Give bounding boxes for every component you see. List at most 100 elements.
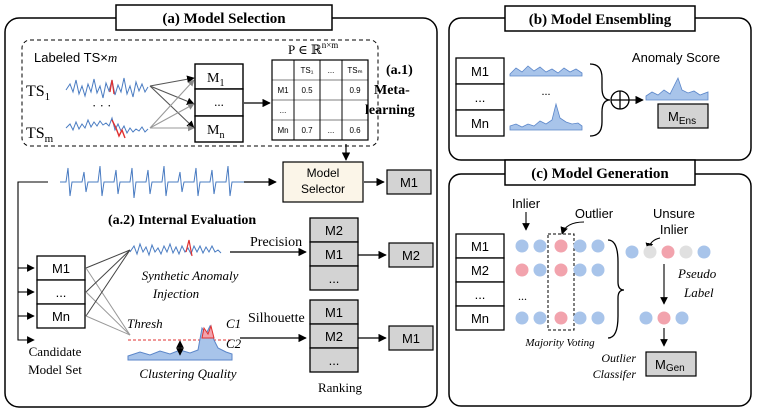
- generation-model-label-0: M1: [471, 239, 489, 254]
- vote-dot: [573, 239, 587, 253]
- generation-model-box-2: [455, 281, 505, 307]
- generation-model-label-2: ...: [475, 287, 486, 302]
- rank-silhouette-label-0: M1: [325, 305, 343, 320]
- classifier-label-2: Classifer: [593, 367, 637, 381]
- pseudo-top-dot: [679, 245, 693, 259]
- ensemble-model-label-0: M1: [471, 64, 489, 79]
- ts1-label: TS1: [26, 83, 50, 103]
- rank-silhouette-label-1: M2: [325, 329, 343, 344]
- panel-c-title: (c) Model Generation: [531, 166, 669, 182]
- gen-output-label: MGen: [655, 357, 685, 374]
- panel-a-title: (a) Model Selection: [162, 11, 286, 27]
- pseudo-bottom-dot: [675, 311, 689, 325]
- ens-score-mn: [509, 102, 583, 131]
- voting-grid: [515, 239, 605, 325]
- ranking-silhouette-stack: M1M2...: [309, 299, 359, 373]
- perf-matrix-cell: Mn: [277, 126, 288, 135]
- gen-output-box: [645, 351, 697, 377]
- vote-dot: [533, 311, 547, 325]
- test-ts-line: [60, 165, 244, 199]
- perf-matrix-cell: ...: [328, 66, 335, 75]
- candidate-fan-lines: [85, 249, 131, 336]
- ts1-line: [65, 77, 149, 99]
- perf-matrix-cell: TSₘ: [347, 66, 362, 75]
- ensemble-model-label-2: Mn: [471, 116, 489, 131]
- meta-model-dots: [194, 88, 244, 117]
- ensemble-model-label-1: ...: [475, 90, 486, 105]
- precision-output-box: [388, 242, 434, 268]
- model-selector-line1: Model: [307, 166, 340, 180]
- tsm-anomaly: [111, 119, 126, 139]
- ens-dots: ...: [542, 84, 551, 98]
- panel-b-title: (b) Model Ensembling: [529, 12, 672, 28]
- generation-brace: [607, 239, 625, 339]
- rank-precision-box-0: [309, 217, 359, 243]
- tsm-label: TSm: [26, 125, 54, 145]
- perf-matrix-cell: 0.5: [301, 86, 313, 95]
- perf-matrix-cell: TS₁: [301, 66, 314, 75]
- vote-dot: [591, 239, 605, 253]
- labeled-ts-label: Labeled TS×m: [34, 50, 117, 65]
- outlier-label: Outlier: [575, 206, 614, 221]
- silhouette-label: Silhouette: [248, 311, 305, 326]
- ranking-label: Ranking: [318, 380, 363, 395]
- perf-matrix-cell: 0.9: [349, 86, 361, 95]
- meta-model-mn-label: Mn: [207, 123, 224, 141]
- ts-dots: · · ·: [92, 98, 112, 113]
- ens-output-box: [657, 103, 709, 129]
- perf-matrix-cell: ...: [280, 106, 287, 115]
- ensemble-model-stack: M1... Mn: [455, 57, 505, 137]
- selector-output-box: [386, 169, 432, 195]
- vote-dot: [554, 263, 568, 277]
- a2-title: (a.2) Internal Evaluation: [108, 213, 256, 228]
- c1-label: C1: [226, 316, 241, 331]
- panel-a-title-box: [115, 4, 333, 31]
- a1-label-line1: (a.1): [386, 63, 413, 78]
- rank-precision-label-0: M2: [325, 223, 343, 238]
- generation-model-box-1: [455, 257, 505, 283]
- panel-c-title-box: [504, 159, 696, 186]
- outlier-arrow: [560, 221, 585, 235]
- pseudo-label-1: Pseudo: [677, 266, 717, 281]
- pseudo-bottom-dot: [657, 311, 671, 325]
- pseudo-top-dot: [661, 245, 675, 259]
- candidate-label-2: Model Set: [28, 362, 82, 377]
- vote-dot: [533, 239, 547, 253]
- panel-b-title-box: [504, 5, 696, 32]
- silhouette-output-box: [388, 325, 434, 351]
- synthetic-label-2: Injection: [152, 286, 199, 301]
- unsure-label-2: Inlier: [660, 222, 689, 237]
- generation-model-label-1: M2: [471, 263, 489, 278]
- vote-dot: [591, 311, 605, 325]
- generation-model-box-3: [455, 305, 505, 331]
- pseudo-label-2: Label: [683, 285, 714, 300]
- rank-silhouette-box-1: [309, 323, 359, 349]
- anomaly-score-plot: [645, 76, 709, 101]
- meta-model-dots-label: ...: [214, 94, 224, 109]
- ensemble-model-box-2: [455, 109, 505, 137]
- meta-model-m1-label: M1: [207, 71, 224, 89]
- selector-output-label: M1: [400, 175, 418, 190]
- perf-matrix-label: P ∈ ℝn×m: [288, 40, 338, 57]
- meta-learning-region: [21, 39, 379, 147]
- perf-matrix-cell: 0.7: [301, 126, 313, 135]
- candidate-box-2: [36, 303, 86, 329]
- rank-silhouette-label-2: ...: [329, 353, 340, 368]
- precision-output-label: M2: [402, 248, 420, 263]
- ensemble-model-box-1: [455, 83, 505, 111]
- ens-score-m1: [509, 65, 583, 77]
- vote-dot: [533, 263, 547, 277]
- model-selector-box: [282, 161, 364, 203]
- generation-model-label-3: Mn: [471, 311, 489, 326]
- vote-dot: [573, 311, 587, 325]
- vote-dot: [554, 311, 568, 325]
- perf-matrix-cell: M1: [277, 86, 289, 95]
- clustering-anomaly-peak: [201, 324, 215, 339]
- candidate-label-2: Mn: [52, 309, 70, 324]
- synthetic-anomaly: [185, 239, 193, 257]
- vote-column-box: [547, 233, 575, 331]
- ens-output-label: MEns: [668, 109, 696, 127]
- unsure-label-1: Unsure: [653, 206, 695, 221]
